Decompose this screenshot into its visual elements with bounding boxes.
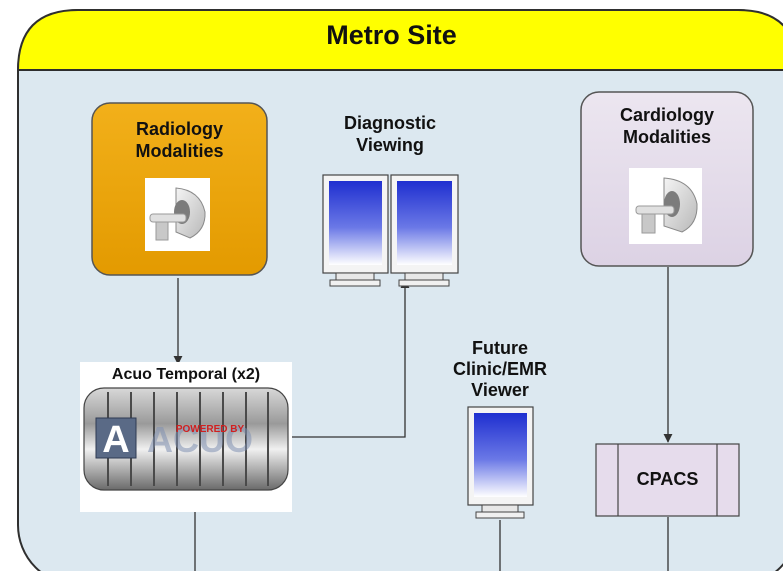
svg-text:POWERED BY: POWERED BY bbox=[176, 424, 245, 435]
future-viewer-label-line3: Viewer bbox=[471, 380, 529, 400]
svg-text:A: A bbox=[102, 419, 129, 461]
future-viewer-monitor-icon bbox=[467, 406, 534, 519]
diagnostic-label: Diagnostic Viewing bbox=[310, 112, 470, 156]
acuo-to-diagnostic-arrow bbox=[291, 279, 410, 438]
cpacs-box bbox=[595, 443, 740, 517]
server-cylinder-icon bbox=[83, 387, 289, 491]
svg-text:ACUO: ACUO bbox=[147, 419, 253, 460]
acuo-server: A ACUO POWERED BY bbox=[80, 362, 292, 512]
connectors bbox=[173, 267, 673, 571]
cardiology-label-line2: Modalities bbox=[622, 127, 711, 147]
future-viewer-label: Future Clinic/EMR Viewer bbox=[425, 338, 575, 401]
monitor-icon bbox=[390, 174, 459, 287]
diagnostic-label-line2: Viewing bbox=[356, 135, 424, 155]
diagnostic-label-line1: Diagnostic bbox=[343, 113, 436, 133]
ct-scanner-icon bbox=[149, 187, 206, 241]
radiology-label: Radiology Modalities bbox=[92, 118, 267, 162]
ct-scanner-icon bbox=[635, 177, 698, 234]
radiology-label-line2: Modalities bbox=[135, 141, 224, 161]
cardiology-label-line1: Cardiology bbox=[619, 105, 714, 125]
diagnostic-monitors bbox=[322, 174, 459, 287]
future-viewer-label-line1: Future bbox=[472, 338, 528, 358]
site-title: Metro Site bbox=[326, 20, 457, 50]
acuo-logo-icon: A ACUO POWERED BY bbox=[95, 417, 253, 461]
radiology-label-line1: Radiology bbox=[135, 119, 223, 139]
monitor-icon bbox=[322, 174, 389, 287]
future-viewer-label-line2: Clinic/EMR bbox=[452, 359, 547, 379]
cardiology-label: Cardiology Modalities bbox=[581, 104, 753, 148]
acuo-label: Acuo Temporal (x2) bbox=[111, 366, 261, 383]
radiology-modalities-box bbox=[91, 102, 268, 276]
cpacs-label: CPACS bbox=[636, 469, 699, 489]
cardiology-modalities-box bbox=[580, 91, 754, 267]
